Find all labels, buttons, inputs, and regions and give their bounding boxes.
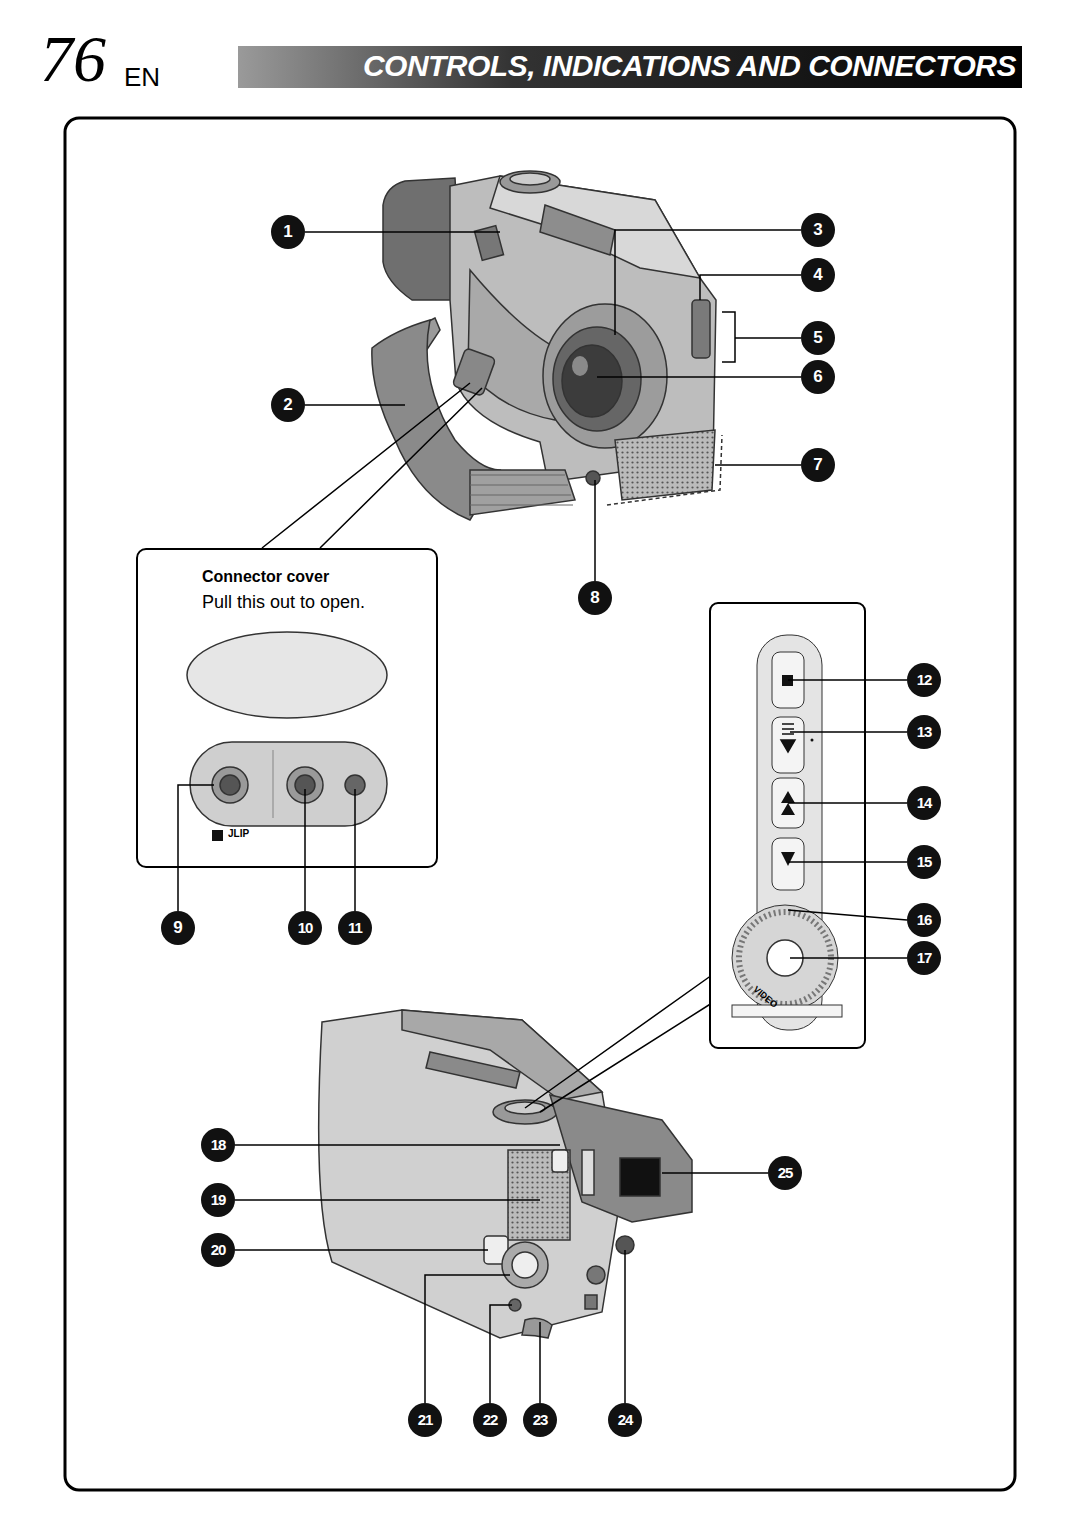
callout-number: 3 xyxy=(801,213,835,247)
callout-number: 5 xyxy=(801,321,835,355)
connector-name: JLIP xyxy=(228,828,249,839)
callout-number: 2 xyxy=(271,388,305,422)
callout-number: 8 xyxy=(578,581,612,615)
leader-lines xyxy=(178,230,907,1403)
callout-number: 20 xyxy=(201,1233,235,1267)
callout-number: 21 xyxy=(408,1403,442,1437)
callout-number: 22 xyxy=(473,1403,507,1437)
connector-jacks xyxy=(187,632,387,841)
callout-number: 18 xyxy=(201,1128,235,1162)
language-code: EN xyxy=(124,62,160,93)
callout-number: 24 xyxy=(608,1403,642,1437)
page-title: CONTROLS, INDICATIONS AND CONNECTORS xyxy=(240,49,1016,83)
inset-box: Connector coverPull this out to open. JLI… xyxy=(136,548,438,868)
inset-heading: Connector cover xyxy=(202,568,329,586)
callout-number: 17 xyxy=(907,941,941,975)
page-number: 76 xyxy=(40,24,106,94)
callout-number: 12 xyxy=(907,663,941,697)
callout-number: 4 xyxy=(801,258,835,292)
callout-number: 10 xyxy=(288,911,322,945)
callout-number: 7 xyxy=(801,448,835,482)
inset-note: Pull this out to open. xyxy=(202,592,365,613)
callout-number: 13 xyxy=(907,715,941,749)
callout-number: 16 xyxy=(907,903,941,937)
callout-number: 9 xyxy=(161,911,195,945)
callout-number: 6 xyxy=(801,360,835,394)
frame xyxy=(65,118,1015,1490)
camera-rear xyxy=(319,1010,692,1338)
control-panel xyxy=(710,603,865,1048)
title-bar xyxy=(238,46,1022,88)
callout-number: 1 xyxy=(271,215,305,249)
callout-number: 23 xyxy=(523,1403,557,1437)
callout-number: 14 xyxy=(907,786,941,820)
callout-number: 11 xyxy=(338,911,372,945)
callout-number: 15 xyxy=(907,845,941,879)
callout-number: 19 xyxy=(201,1183,235,1217)
camera-front xyxy=(372,171,716,520)
callout-number: 25 xyxy=(768,1156,802,1190)
